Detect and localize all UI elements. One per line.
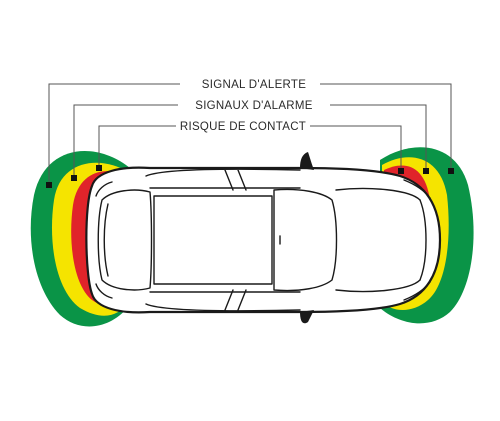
front-contact-marker (398, 168, 404, 174)
mirror-bottom (300, 310, 314, 324)
rear-warning-marker (46, 182, 52, 188)
hood (335, 187, 421, 293)
front-alarm-marker (423, 168, 429, 174)
roof (153, 195, 273, 285)
rear-window (97, 189, 153, 291)
sensor-markers (46, 165, 454, 188)
label-warning-signal: SIGNAL D'ALERTE (202, 79, 307, 91)
front-warning-marker (448, 168, 454, 174)
door-lines-top (145, 168, 301, 191)
mirror-top (300, 152, 314, 170)
leader-lines (48, 83, 452, 185)
rear-contact-marker (96, 165, 102, 171)
car-top-view (85, 152, 442, 324)
rear-alarm-marker (71, 175, 77, 181)
label-alarm-signals: SIGNAUX D'ALARME (195, 100, 313, 112)
label-contact-risk: RISQUE DE CONTACT (180, 121, 306, 133)
windshield (273, 188, 338, 292)
door-lines-bottom (145, 289, 301, 312)
